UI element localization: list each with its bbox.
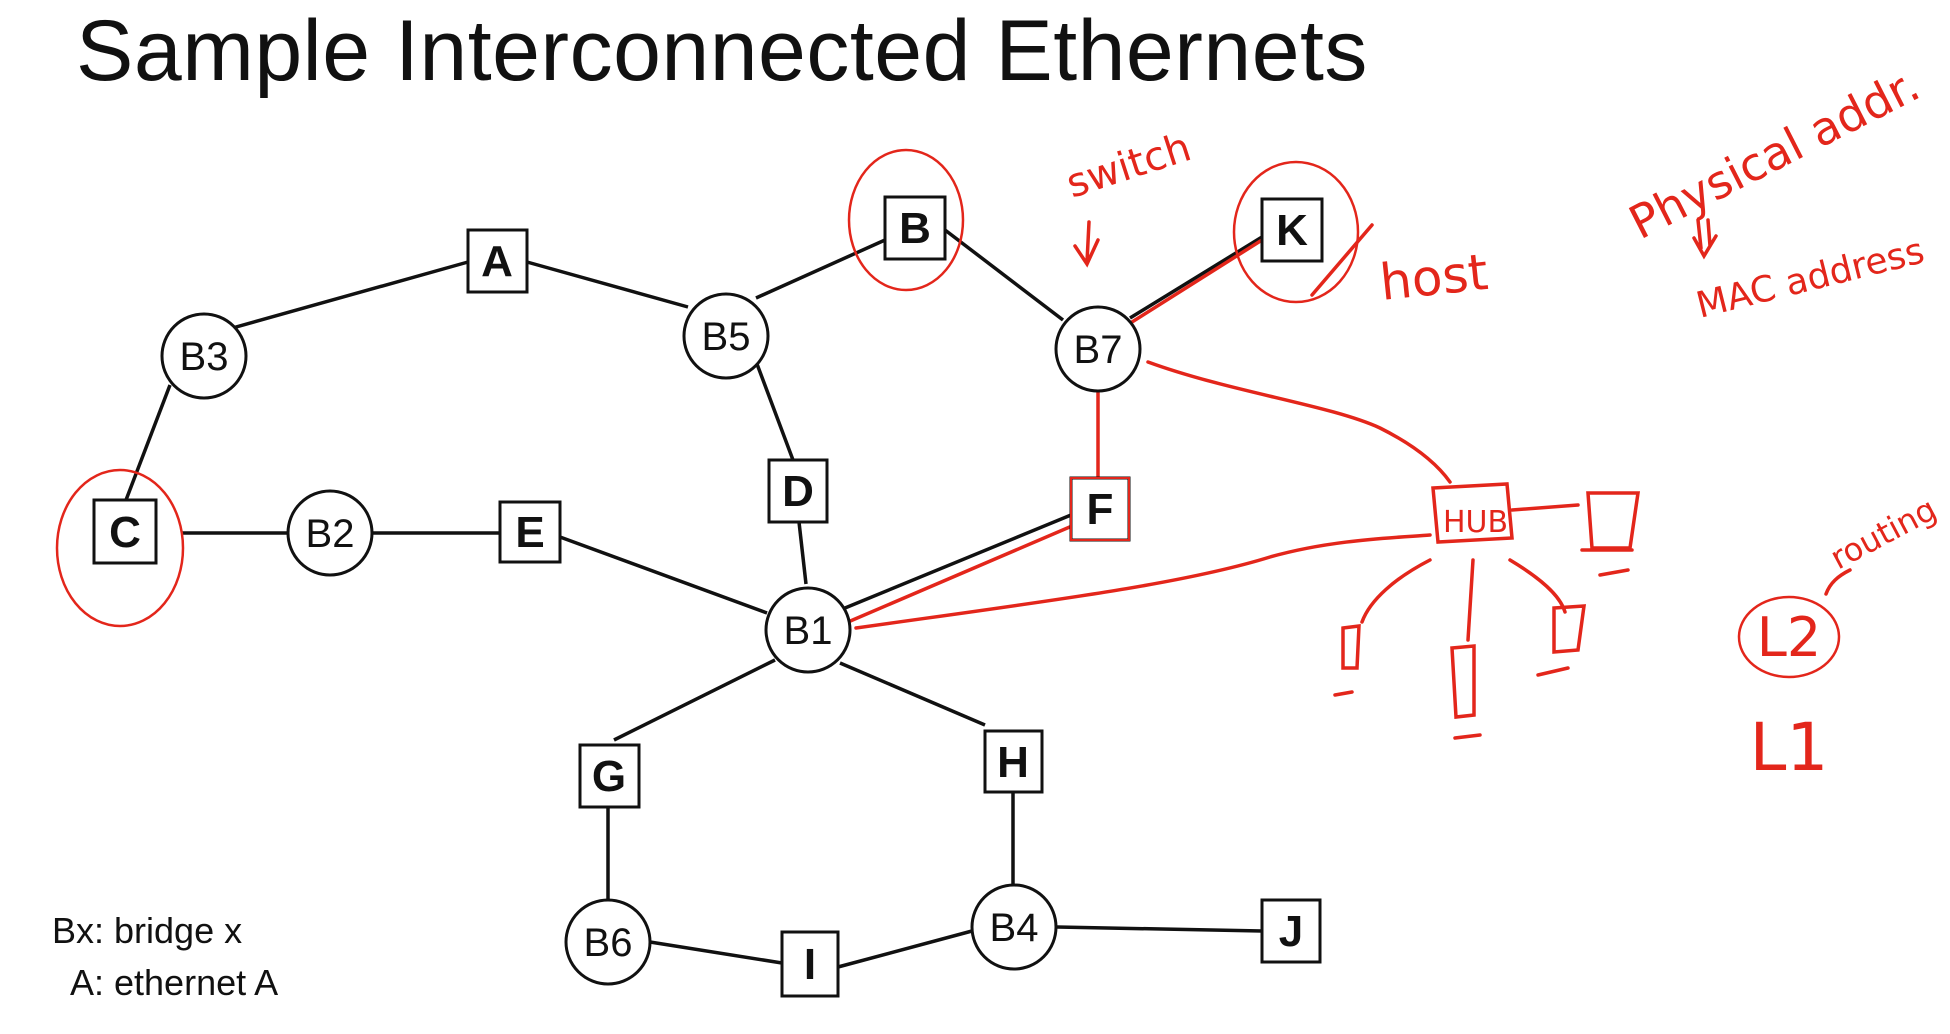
ink-routing-arrow	[1824, 568, 1852, 596]
bridge-b3: B3	[160, 312, 248, 400]
link-b1-g	[613, 658, 776, 742]
bridge-label: B2	[306, 512, 355, 556]
bridge-label: B4	[990, 906, 1039, 950]
link-f-b1	[844, 513, 1072, 610]
link-a-b5	[526, 260, 689, 309]
legend: Bx: bridge x A: ethernet A	[52, 905, 278, 1009]
ethernet-label: B	[899, 204, 931, 253]
computer-icon	[1580, 491, 1641, 577]
computer-icon	[1450, 644, 1482, 740]
highlight-l2-circle	[1737, 595, 1841, 679]
page-title: Sample Interconnected Ethernets	[76, 3, 1368, 99]
link-b1-h	[839, 661, 986, 727]
highlight-k-circle	[1232, 160, 1360, 304]
link-b6-i	[649, 940, 783, 965]
ethernet-g: G	[578, 743, 641, 809]
bridge-label: B1	[784, 609, 833, 653]
ethernets: A B K C E D	[92, 195, 1324, 998]
link-b-b7	[943, 228, 1065, 322]
ethernet-label: H	[997, 738, 1029, 787]
ethernet-k: K	[1260, 197, 1324, 263]
ethernet-label: E	[515, 508, 544, 557]
ethernet-h: H	[983, 729, 1044, 794]
ink-hub-right	[1510, 503, 1580, 512]
ethernet-d: D	[767, 458, 829, 524]
note-routing: routing	[1824, 490, 1943, 577]
bridge-label: B5	[702, 315, 751, 359]
bridge-b7: B7	[1054, 305, 1142, 393]
bridge-b2: B2	[286, 489, 374, 577]
note-host: host	[1377, 243, 1490, 312]
ink-b7-hub	[1146, 360, 1452, 484]
links	[124, 228, 1263, 969]
ethernet-label: I	[804, 940, 816, 989]
computer-icon	[1333, 624, 1361, 697]
ethernet-f: F	[1069, 476, 1131, 542]
link-e-b1	[559, 535, 768, 615]
ethernet-c: C	[92, 498, 158, 565]
note-l1: L1	[1750, 709, 1829, 786]
ink-strokes	[846, 218, 1852, 740]
ink-k-tick	[1310, 223, 1374, 297]
bridges: B3 B5 B7 B2 B1 B6	[160, 292, 1142, 986]
ink-hub-box	[1431, 482, 1514, 544]
link-b3-a	[203, 260, 469, 338]
link-b5-d	[755, 363, 795, 461]
ethernet-label: D	[782, 467, 814, 516]
handwritten-notes: switch host Physical addr. MAC address H…	[1061, 57, 1943, 786]
ink-hub-down	[1466, 558, 1475, 642]
link-b4-j	[1056, 925, 1263, 933]
arrow-down-icon	[1073, 220, 1100, 268]
highlight-c-circle	[55, 468, 185, 628]
ink-b7-k	[1130, 238, 1264, 324]
link-d-b1	[797, 521, 808, 585]
link-b7-k	[1129, 235, 1263, 320]
link-i-b4	[837, 929, 973, 969]
bridge-label: B6	[584, 921, 633, 965]
note-physical-addr: Physical addr.	[1620, 57, 1928, 249]
bridge-b5: B5	[682, 292, 770, 380]
ink-b1-hub	[854, 533, 1432, 630]
ethernet-e: E	[498, 500, 562, 564]
bridge-b6: B6	[564, 898, 652, 986]
ethernet-a: A	[466, 228, 529, 294]
legend-bridge: Bx: bridge x	[52, 910, 243, 951]
ethernet-label: F	[1087, 485, 1114, 534]
note-mac-address: MAC address	[1692, 231, 1928, 327]
link-b3-c	[124, 384, 172, 501]
arrow-down-icon	[1692, 218, 1718, 260]
link-b5-b	[755, 238, 886, 300]
ethernet-label: K	[1276, 206, 1308, 255]
note-hub: HUB	[1443, 505, 1508, 540]
ink-f-box	[1070, 477, 1130, 541]
ink-hub-rightdown	[1508, 558, 1567, 614]
legend-ethernet: A: ethernet A	[70, 962, 279, 1003]
bridge-label: B3	[180, 335, 229, 379]
ethernet-i: I	[780, 930, 840, 998]
ink-highlights	[55, 148, 1841, 679]
computer-icon	[1536, 604, 1587, 677]
ethernet-label: G	[592, 752, 626, 801]
note-l2: L2	[1757, 606, 1821, 669]
bridge-b1: B1	[764, 586, 852, 674]
note-switch: switch	[1061, 124, 1197, 207]
ethernet-label: A	[481, 237, 513, 286]
ethernet-label: J	[1279, 907, 1303, 956]
ethernet-b: B	[883, 195, 947, 261]
bridge-label: B7	[1074, 328, 1123, 372]
ethernet-label: C	[109, 508, 141, 557]
ink-b1-f	[846, 518, 1088, 624]
highlight-b-circle	[847, 148, 965, 292]
ink-hub-left	[1360, 558, 1432, 624]
bridge-b4: B4	[970, 883, 1058, 971]
ethernet-j: J	[1260, 898, 1322, 964]
